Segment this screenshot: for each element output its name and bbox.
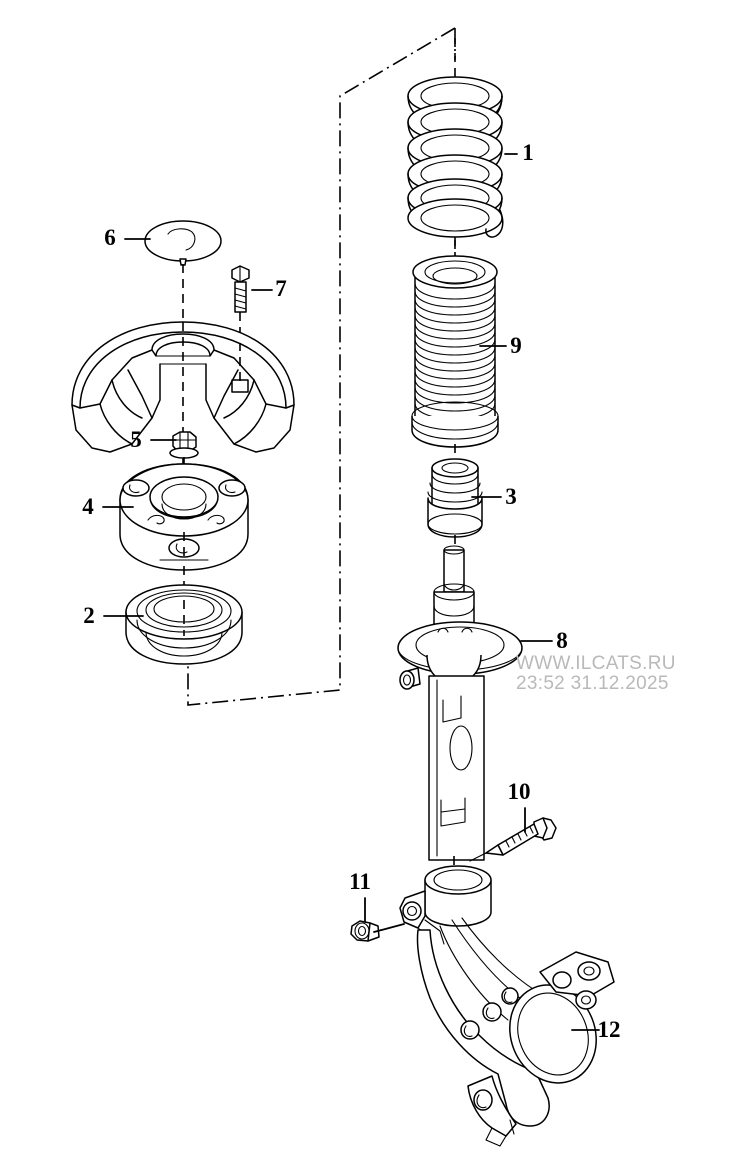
strut-mount-part <box>119 463 249 612</box>
callout-number-3: 3 <box>505 484 517 509</box>
bump-stop-part <box>427 444 483 560</box>
splash-shield-part <box>71 321 295 470</box>
callout-number-12: 12 <box>598 1017 621 1042</box>
dust-cap-part <box>144 220 222 330</box>
clamp-bolt-nut-part <box>350 920 405 942</box>
coil-spring-part <box>407 38 504 262</box>
shock-absorber-strut-part <box>397 545 523 890</box>
watermark: WWW.ILCATS.RU 23:52 31.12.2025 <box>516 653 676 694</box>
callout-number-10: 10 <box>508 779 531 804</box>
callout-number-9: 9 <box>510 333 522 358</box>
watermark-timestamp: 23:52 31.12.2025 <box>516 673 669 694</box>
strut-bearing-part <box>125 584 243 665</box>
protective-boot-part <box>411 240 499 448</box>
callout-number-4: 4 <box>82 494 94 519</box>
callout-number-8: 8 <box>556 628 568 653</box>
shield-bolt-part <box>231 265 250 385</box>
callout-number-11: 11 <box>349 869 371 894</box>
callout-number-6: 6 <box>104 225 116 250</box>
callout-number-1: 1 <box>522 140 534 165</box>
knuckle-clamp-bolt-part <box>469 817 557 862</box>
callout-number-5: 5 <box>130 427 142 452</box>
strut-mount-nut-part <box>169 431 199 470</box>
watermark-site: WWW.ILCATS.RU <box>516 653 676 674</box>
callout-number-2: 2 <box>83 603 95 628</box>
callout-layer: 1 2 3 4 5 6 7 8 9 10 11 12 <box>82 140 620 1042</box>
callout-number-7: 7 <box>275 276 287 301</box>
steering-knuckle-part <box>399 865 615 1147</box>
